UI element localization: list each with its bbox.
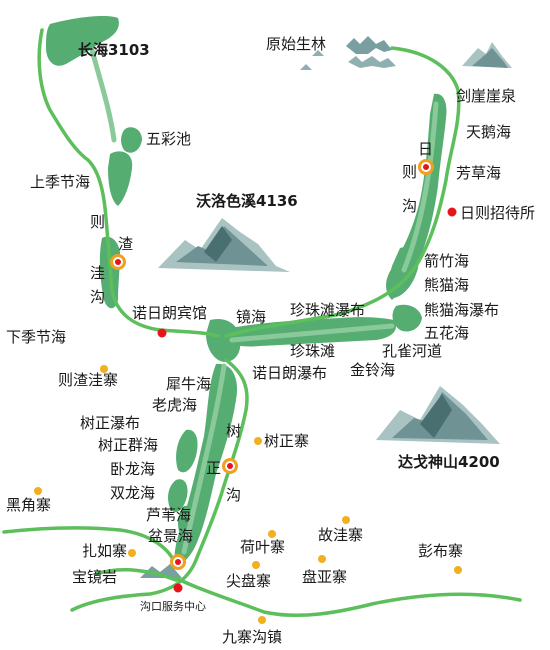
label-heye-village: 荷叶寨 (240, 538, 285, 556)
river-channels (89, 47, 439, 555)
label-jianzhu: 箭竹海 (424, 252, 469, 270)
svg-text:沟: 沟 (402, 197, 417, 215)
label-xiniu: 犀牛海 (166, 375, 211, 393)
label-jinghai: 镜海 (236, 308, 266, 326)
jiuzhaigou-town-marker[interactable] (258, 616, 266, 624)
label-rize-hotel: 日则招待所 (460, 204, 535, 222)
label-tiane: 天鹅海 (466, 123, 511, 141)
label-service-center: 沟口服务中心 (140, 600, 206, 613)
mountain-baojing-icon (140, 564, 182, 578)
svg-text:洼: 洼 (90, 264, 105, 282)
svg-text:正: 正 (206, 459, 221, 477)
svg-text:渣: 渣 (118, 235, 133, 253)
label-shangjijie: 上季节海 (30, 173, 90, 191)
label-kongque: 孔雀河道 (382, 342, 442, 360)
svg-text:则: 则 (402, 163, 417, 181)
mountain-northeast-icon (462, 42, 512, 68)
svg-text:树: 树 (226, 422, 241, 440)
label-yuanshi: 原始生林 (266, 35, 326, 53)
station-markers (110, 159, 434, 570)
label-zezha-village: 则渣洼寨 (58, 371, 118, 389)
label-zhenzhutan: 珍珠滩 (290, 342, 335, 360)
jianpan-village-marker[interactable] (252, 561, 260, 569)
label-jiuzhaigou-town: 九寨沟镇 (222, 628, 282, 646)
label-zezha-valley: 则 渣 洼 沟 (90, 213, 133, 306)
label-woluo-peak: 沃洛色溪4136 (196, 192, 298, 210)
guwa-village-marker[interactable] (342, 516, 350, 524)
label-guwa-village: 故洼寨 (318, 526, 363, 544)
svg-text:则: 则 (90, 213, 105, 231)
shuzheng-village-marker[interactable] (254, 437, 262, 445)
label-baojingyan: 宝镜岩 (72, 568, 117, 586)
heye-village-marker[interactable] (268, 530, 276, 538)
pengbu-village-marker[interactable] (454, 566, 462, 574)
label-changhai: 长海3103 (78, 41, 150, 59)
label-zhenzhutan-pubu: 珍珠滩瀑布 (290, 301, 365, 319)
heijiao-village-marker[interactable] (34, 487, 42, 495)
label-wucai: 五彩池 (146, 130, 191, 148)
label-fangcao: 芳草海 (456, 164, 501, 182)
label-jianya: 剑崖崖泉 (456, 87, 516, 105)
label-luwei: 芦苇海 (146, 506, 191, 524)
svg-text:沟: 沟 (90, 288, 105, 306)
panya-village-marker[interactable] (318, 555, 326, 563)
zezha-station-icon[interactable] (110, 254, 126, 270)
label-shuanglong: 双龙海 (110, 484, 155, 502)
svg-text:日: 日 (418, 140, 433, 158)
gouko-station-icon[interactable] (170, 554, 186, 570)
poi-markers (157, 207, 457, 593)
village-markers (34, 365, 462, 624)
label-shuzheng-qun: 树正群海 (98, 436, 158, 454)
label-panya-village: 盘亚寨 (302, 568, 347, 586)
zezha-village-marker[interactable] (100, 365, 108, 373)
zharu-village-marker[interactable] (128, 549, 136, 557)
forest-icon (300, 36, 396, 70)
label-shuzheng-village: 树正寨 (264, 432, 309, 450)
label-xiongmao: 熊猫海 (424, 276, 469, 294)
label-wolong: 卧龙海 (110, 460, 155, 478)
label-laohu: 老虎海 (152, 396, 197, 414)
label-shuzheng-valley: 树 正 沟 (206, 422, 241, 504)
rize-station-icon[interactable] (418, 159, 434, 175)
label-penjing: 盆景海 (148, 527, 193, 545)
nuorilang-hotel-marker[interactable] (157, 328, 167, 338)
shuzheng-station-icon[interactable] (222, 458, 238, 474)
label-heijiao-village: 黑角寨 (6, 496, 51, 514)
svg-text:沟: 沟 (226, 486, 241, 504)
label-nuorilang-pubu: 诺日朗瀑布 (252, 364, 327, 382)
label-rize-valley: 日 则 沟 (402, 140, 433, 215)
label-dage-peak: 达戈神山4200 (398, 453, 500, 471)
label-jianpan-village: 尖盘寨 (226, 572, 271, 590)
mountain-woluo-icon (158, 218, 290, 272)
mountain-dage-icon (376, 386, 500, 444)
label-wuhua: 五花海 (424, 324, 469, 342)
label-jinling: 金铃海 (350, 361, 395, 379)
service-center-marker[interactable] (173, 583, 183, 593)
label-shuzheng-pubu: 树正瀑布 (80, 414, 140, 432)
label-xiajijie: 下季节海 (6, 328, 66, 346)
label-nuorilang-hotel: 诺日朗宾馆 (132, 304, 207, 322)
label-zharu-village: 扎如寨 (82, 542, 127, 560)
label-pengbu-village: 彭布寨 (418, 542, 463, 560)
rize-hotel-marker[interactable] (447, 207, 457, 217)
label-xiongmao-pubu: 熊猫海瀑布 (424, 301, 499, 319)
